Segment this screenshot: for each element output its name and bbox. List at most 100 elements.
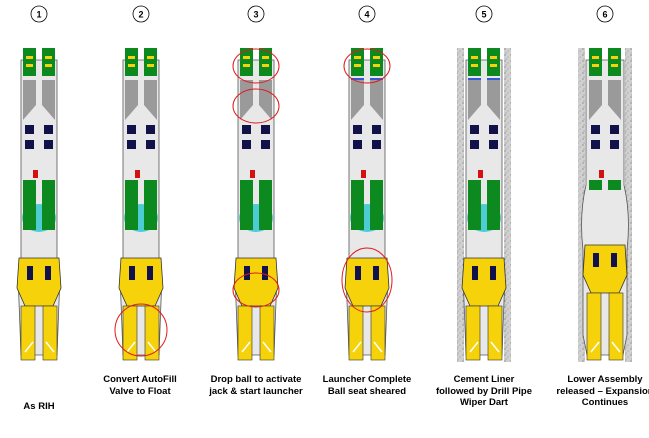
launcher-body bbox=[118, 257, 164, 307]
caption-2: Convert AutoFill Valve to Float bbox=[103, 374, 177, 397]
latch-block bbox=[610, 140, 619, 149]
shoe-left bbox=[586, 292, 602, 361]
step-badge-4 bbox=[358, 5, 376, 23]
latch-block bbox=[242, 140, 251, 149]
collar-mark bbox=[611, 56, 618, 59]
step-number-5: 5 bbox=[481, 10, 486, 20]
shoe-tick bbox=[147, 341, 157, 353]
collar-mark bbox=[354, 56, 361, 59]
launcher-slot bbox=[472, 266, 478, 280]
latch-block bbox=[146, 140, 155, 149]
launcher-body bbox=[582, 244, 628, 294]
latch-block bbox=[44, 125, 53, 134]
cone-right bbox=[370, 80, 383, 120]
launcher-body bbox=[233, 257, 279, 307]
latch-block bbox=[353, 140, 362, 149]
launcher-body bbox=[16, 257, 62, 307]
step-badge-3 bbox=[247, 5, 265, 23]
cone-left bbox=[468, 80, 481, 120]
drillpipe-upper-left bbox=[240, 48, 253, 76]
caption-5: Cement Liner followed by Drill Pipe Wipe… bbox=[435, 374, 533, 408]
latch-block bbox=[610, 125, 619, 134]
latch-block bbox=[489, 125, 498, 134]
caption-6: Lower Assembly released – Expansion Cont… bbox=[556, 374, 649, 408]
shoe-tick bbox=[469, 341, 479, 353]
launcher-slot bbox=[355, 266, 361, 280]
launcher-slot bbox=[244, 266, 250, 280]
step-number-6: 6 bbox=[602, 10, 607, 20]
red-marker bbox=[361, 170, 366, 178]
tool-string-3 bbox=[233, 48, 279, 361]
collar-mark bbox=[243, 56, 250, 59]
collar-mark bbox=[611, 64, 618, 67]
latch-block bbox=[146, 125, 155, 134]
red-marker bbox=[478, 170, 483, 178]
shoe-left bbox=[465, 305, 481, 361]
latch-block bbox=[127, 125, 136, 134]
tool-string-5 bbox=[457, 48, 511, 362]
collar-mark bbox=[373, 64, 380, 67]
launcher-body bbox=[344, 257, 390, 307]
shoe-right bbox=[608, 292, 624, 361]
collar-mark bbox=[262, 56, 269, 59]
shoe-tick bbox=[611, 341, 621, 353]
latch-block bbox=[353, 125, 362, 134]
mandrel-right-lower bbox=[42, 200, 55, 230]
caption-4: Launcher Complete Ball seat sheared bbox=[322, 374, 412, 397]
collar-mark bbox=[373, 56, 380, 59]
latch-block bbox=[261, 140, 270, 149]
latch-block bbox=[127, 140, 136, 149]
launcher-slot bbox=[147, 266, 153, 280]
collar-mark bbox=[26, 56, 33, 59]
mandrel-left bbox=[589, 180, 602, 190]
drillpipe-upper-left bbox=[23, 48, 36, 76]
red-marker bbox=[135, 170, 140, 178]
latch-block bbox=[591, 125, 600, 134]
shoe-left bbox=[237, 305, 253, 361]
shoe-tick bbox=[126, 341, 136, 353]
latch-block bbox=[261, 125, 270, 134]
drillpipe-upper-right bbox=[608, 48, 621, 76]
collar-mark bbox=[471, 64, 478, 67]
tool-string-6 bbox=[578, 48, 632, 362]
latch-block bbox=[242, 125, 251, 134]
tool-string-2 bbox=[118, 48, 164, 361]
highlight-circle bbox=[232, 272, 280, 308]
shoe-left bbox=[20, 305, 36, 361]
drillpipe-upper-right bbox=[42, 48, 55, 76]
latch-block bbox=[489, 140, 498, 149]
latch-block bbox=[470, 125, 479, 134]
mandrel-right bbox=[608, 180, 621, 190]
step-number-2: 2 bbox=[138, 10, 143, 20]
collar-mark bbox=[128, 64, 135, 67]
drillpipe-upper-left bbox=[589, 48, 602, 76]
collar-mark bbox=[45, 64, 52, 67]
mandrel-left-lower bbox=[351, 200, 364, 230]
drillpipe-upper-right bbox=[370, 48, 383, 76]
shoe-tick bbox=[24, 341, 34, 353]
cone-right bbox=[42, 80, 55, 120]
collar-mark bbox=[45, 56, 52, 59]
cone-right bbox=[487, 80, 500, 120]
highlight-circle bbox=[343, 48, 391, 84]
launcher-slot bbox=[373, 266, 379, 280]
shoe-tick bbox=[373, 341, 383, 353]
latch-block bbox=[25, 140, 34, 149]
step-badge-5 bbox=[475, 5, 493, 23]
shoe-right bbox=[370, 305, 386, 361]
latch-block bbox=[591, 140, 600, 149]
mandrel-right-lower bbox=[487, 200, 500, 230]
shoe-tick bbox=[45, 341, 55, 353]
red-marker bbox=[599, 170, 604, 178]
shoe-left bbox=[348, 305, 364, 361]
highlight-circle bbox=[232, 48, 280, 84]
launcher-slot bbox=[45, 266, 51, 280]
caption-1: As RIH bbox=[23, 401, 55, 412]
collar-mark bbox=[147, 64, 154, 67]
step-badge-2 bbox=[132, 5, 150, 23]
mandrel-left-lower bbox=[23, 200, 36, 230]
shoe-tick bbox=[590, 341, 600, 353]
shoe-right bbox=[487, 305, 503, 361]
mandrel-left-lower bbox=[468, 200, 481, 230]
latch-block bbox=[372, 140, 381, 149]
